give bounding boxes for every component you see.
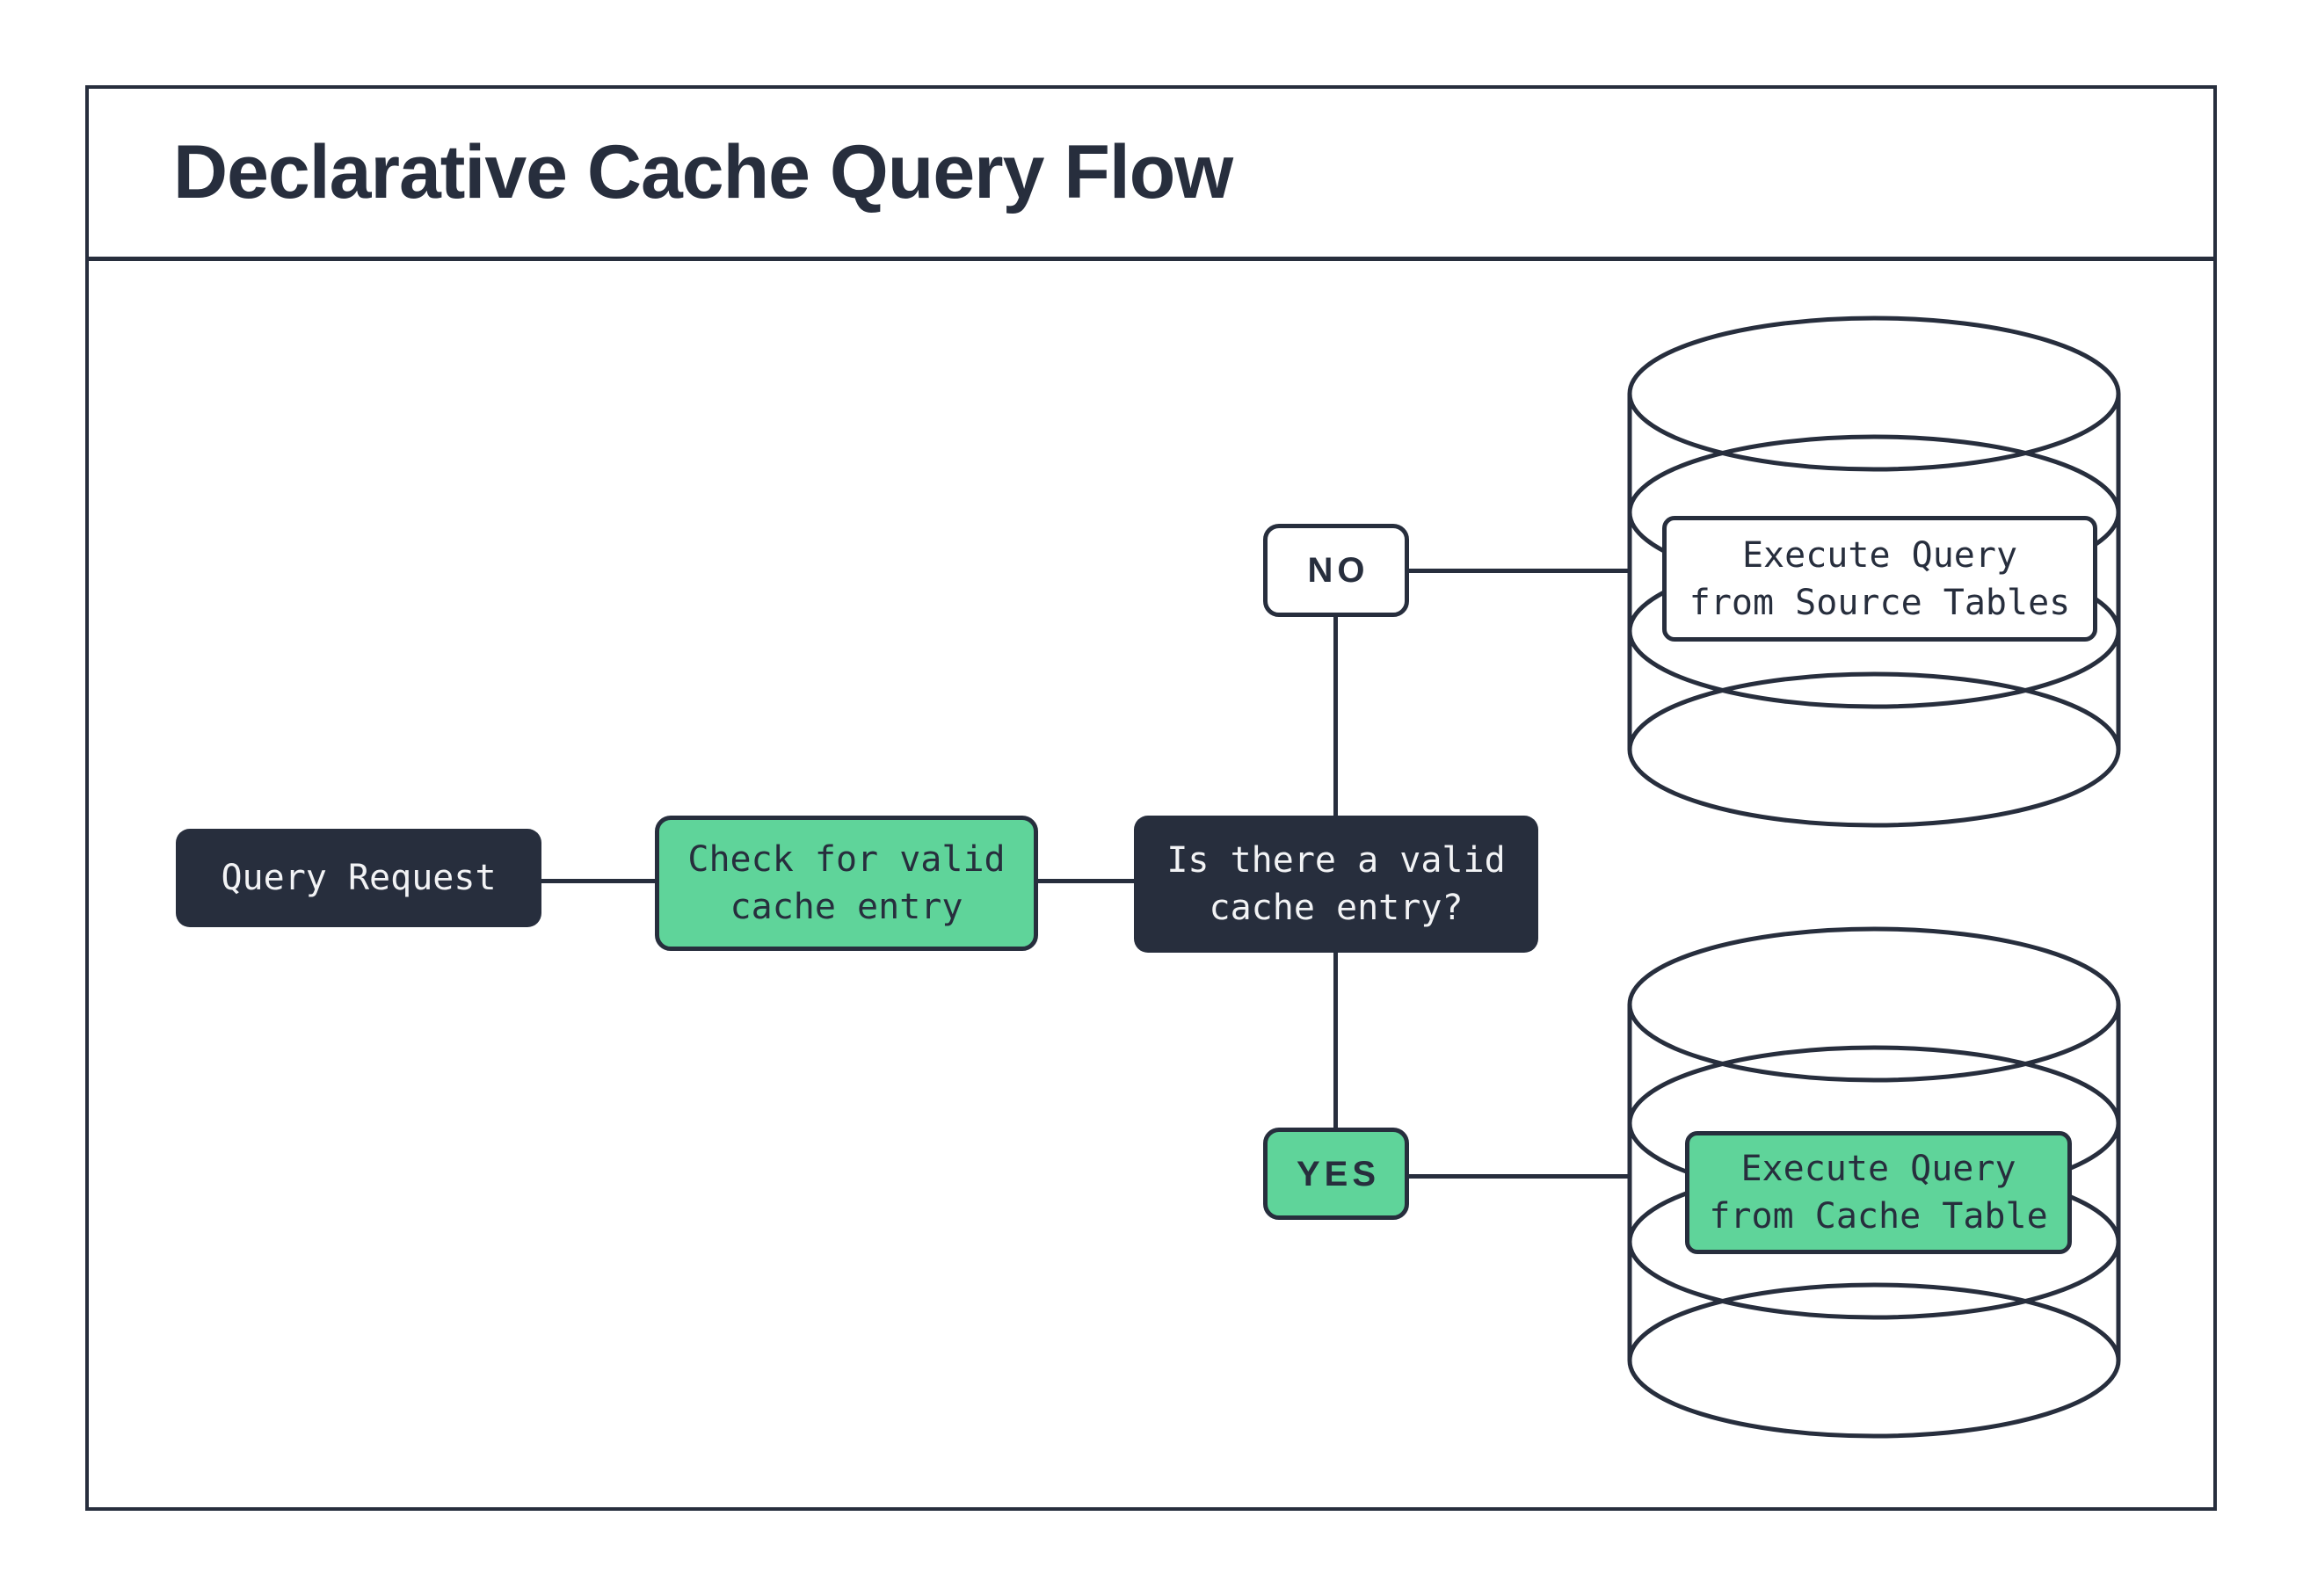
- cache-decision-node: Is there a valid cache entry?: [1134, 816, 1538, 953]
- connector-query-to-check: [541, 879, 655, 883]
- check-cache-node: Check for valid cache entry: [655, 816, 1038, 951]
- title-bar: Declarative Cache Query Flow: [89, 89, 2213, 261]
- query-request-node: Query Request: [176, 829, 541, 927]
- outer-frame: Declarative Cache Query Flow: [85, 85, 2217, 1511]
- no-branch-label: NO: [1263, 524, 1409, 617]
- execute-source-query-node: Execute Query from Source Tables: [1662, 516, 2097, 642]
- yes-branch-label: YES: [1263, 1128, 1409, 1220]
- connector-yes-to-cache-db: [1409, 1174, 1634, 1179]
- page-title: Declarative Cache Query Flow: [173, 130, 1233, 214]
- connector-decision-to-no: [1333, 617, 1338, 816]
- connector-no-to-source-db: [1409, 569, 1634, 573]
- connector-decision-to-yes: [1333, 953, 1338, 1128]
- connector-check-to-decision: [1038, 879, 1134, 883]
- execute-cache-query-node: Execute Query from Cache Table: [1685, 1131, 2072, 1254]
